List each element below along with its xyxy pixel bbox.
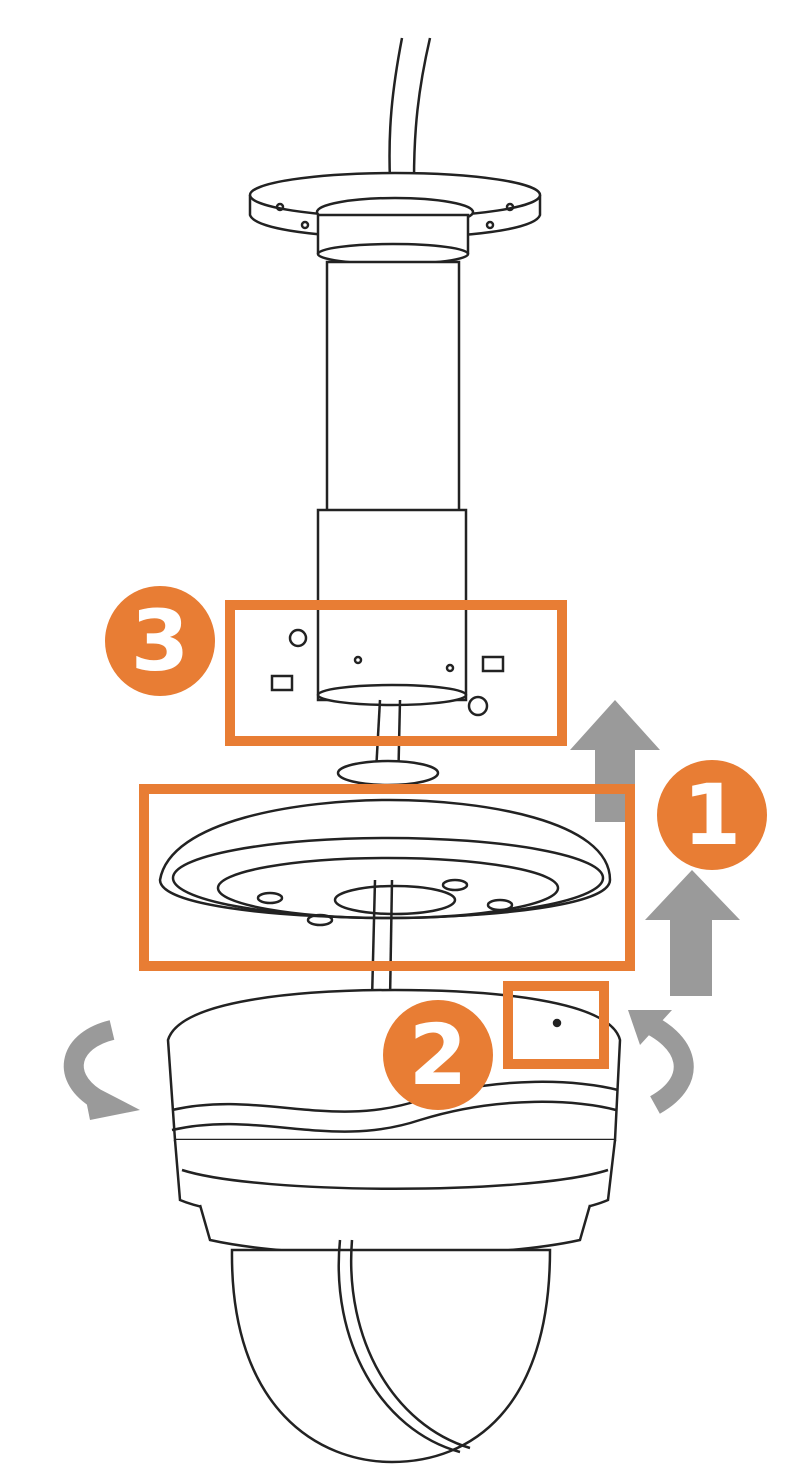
mount-plate: [158, 759, 612, 1001]
cable: [388, 37, 432, 181]
arrow-up-icon: [645, 870, 740, 996]
pipe-screws: [270, 628, 505, 717]
arrow-up-icon: [570, 700, 660, 822]
rotate-right-arrow-icon: [628, 1010, 694, 1114]
callout-box-1: [139, 784, 635, 971]
callout-badge-2: 2: [383, 1000, 493, 1110]
extension-pipe: [316, 260, 468, 791]
callout-badge-1: 1: [657, 760, 767, 870]
callout-box-3: [225, 600, 567, 746]
ceiling-plate: [248, 171, 542, 266]
camera-dome: [230, 1239, 552, 1464]
callout-badge-3: 3: [105, 586, 215, 696]
rotate-left-arrow-icon: [63, 1020, 140, 1120]
callout-box-2: [503, 981, 609, 1069]
